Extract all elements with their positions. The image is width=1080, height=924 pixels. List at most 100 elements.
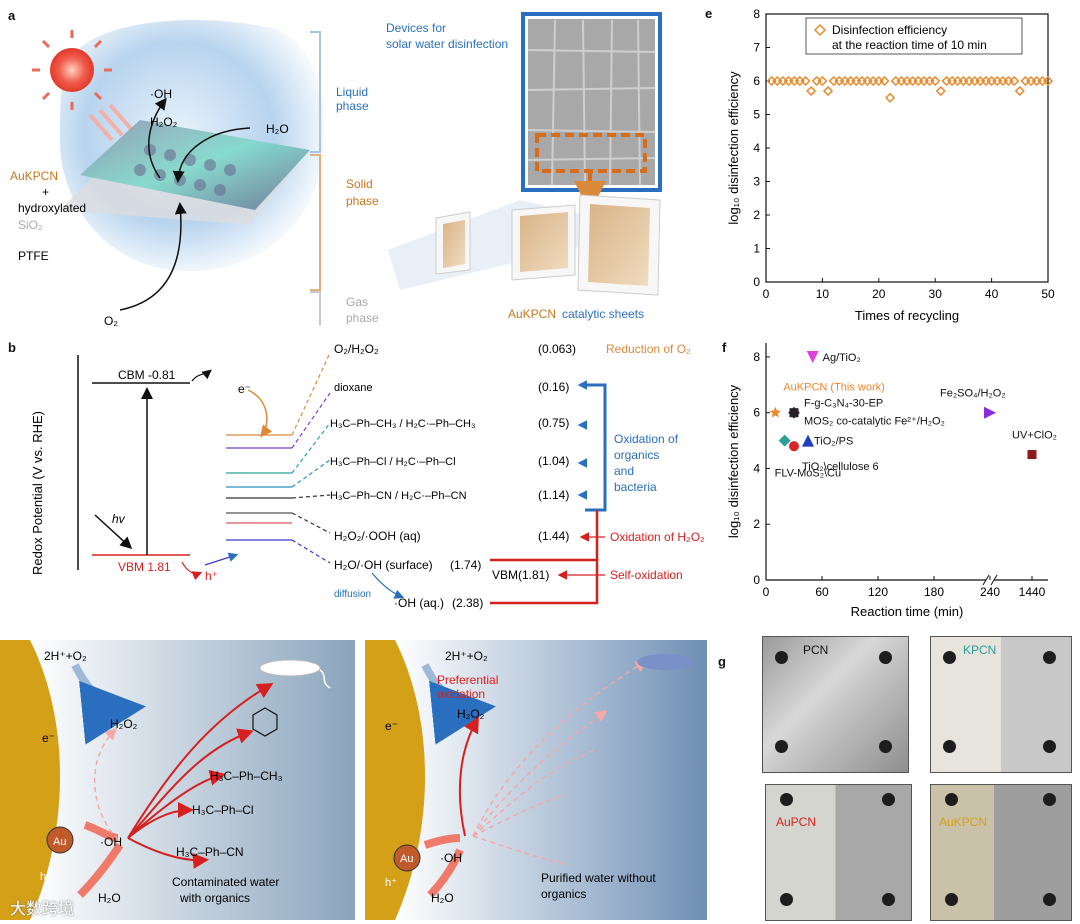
- oh-radical-d: ·OH: [440, 851, 462, 865]
- y-tick-label: 0: [753, 573, 760, 587]
- caption-d: Purified water without: [541, 871, 656, 885]
- h-plus-o2-d: 2H⁺+O₂: [445, 649, 488, 663]
- axis-break: [990, 574, 998, 586]
- ptfe-label: PTFE: [18, 249, 49, 263]
- x-tick-label: 240: [980, 585, 1000, 599]
- hydroxylated-label: hydroxylated: [18, 201, 86, 215]
- data-point: [885, 92, 896, 103]
- x-tick-label: 1440: [1019, 585, 1046, 599]
- electron-c: e⁻: [42, 731, 55, 745]
- data-point: [806, 85, 817, 97]
- sun-icon: [50, 48, 94, 92]
- y-tick-label: 0: [753, 275, 760, 289]
- data-point: [969, 75, 980, 87]
- point-label: AuKPCN (This work): [783, 382, 884, 394]
- data-point: [845, 75, 856, 87]
- value-114: (1.14): [538, 488, 569, 502]
- species-o2-h2o2: O₂/H₂O₂: [334, 342, 379, 356]
- oh-radical-label: ·OH: [150, 87, 172, 101]
- y-axis-label: log₁₀ disinfection efficiency: [726, 71, 741, 225]
- panel-label-b: b: [8, 340, 16, 355]
- oh-radical-c: ·OH: [100, 835, 122, 849]
- h2o-label: H₂O: [266, 122, 289, 136]
- data-point: [868, 75, 879, 87]
- data-point: [1009, 75, 1020, 87]
- x-axis-label: Times of recycling: [855, 308, 959, 323]
- point-label: F-g-C₃N₄-30-EP: [804, 398, 883, 410]
- point-label: TiO₂\cellulose 6: [802, 461, 879, 473]
- gas-phase-label-2: phase: [346, 311, 379, 325]
- preferential-label-2: oxidation: [437, 687, 485, 701]
- data-point: [783, 75, 794, 87]
- x-tick-label: 0: [763, 287, 770, 301]
- value-104: (1.04): [538, 454, 569, 468]
- sample-photo-pcn: PCN: [762, 636, 909, 773]
- point-label: Fe₂SO₄/H₂O₂: [940, 388, 1006, 400]
- data-point: [772, 75, 783, 87]
- y-tick-label: 4: [753, 461, 760, 475]
- y-tick-label: 7: [753, 41, 760, 55]
- catalytic-sheets-stack: [435, 194, 661, 296]
- data-point: [924, 75, 935, 87]
- x-tick-label: 10: [816, 287, 830, 301]
- bacterium-icon-d: [637, 654, 693, 670]
- sheets-label: catalytic sheets: [562, 307, 644, 321]
- data-point: [778, 434, 791, 447]
- panel-label-e: e: [705, 6, 713, 21]
- h2o-c: H₂O: [98, 891, 121, 905]
- x-axis-label: Reaction time (min): [851, 604, 964, 619]
- sample-photo-kpcn: KPCN: [930, 636, 1072, 773]
- y-tick-label: 1: [753, 242, 760, 256]
- h2o2-c: H₂O₂: [110, 717, 138, 731]
- legend-marker: [813, 23, 827, 37]
- data-point: [777, 75, 788, 87]
- data-point: [1037, 75, 1048, 87]
- h-plus-o2-c: 2H⁺+O₂: [44, 649, 87, 663]
- data-point: [769, 406, 782, 418]
- electron-d: e⁻: [385, 719, 398, 733]
- vbm-reference-label: VBM(1.81): [492, 568, 549, 582]
- data-point: [1027, 450, 1037, 460]
- data-point: [1003, 75, 1014, 87]
- self-oxidation-label: Self-oxidation: [610, 568, 683, 582]
- data-point: [817, 75, 828, 87]
- oxidation-org-label: Oxidation of: [614, 432, 679, 446]
- reduction-label: Reduction of O₂: [606, 342, 691, 356]
- panel-label-f: f: [722, 340, 727, 355]
- sample-photo-aukpcn: AuKPCN: [930, 784, 1072, 921]
- plus-label: +: [42, 185, 49, 199]
- x-tick-label: 0: [763, 585, 770, 599]
- data-point: [851, 75, 862, 87]
- panel-b-energy-diagram: Redox Potential (V vs. RHE) CBM -0.81 VB…: [30, 342, 705, 610]
- panel-label-g: g: [718, 654, 726, 669]
- y-tick-label: 5: [753, 108, 760, 122]
- species-chlorotoluene: H₃C–Ph–Cl / H₂C·–Ph–Cl: [330, 456, 456, 468]
- value-075: (0.75): [538, 416, 569, 430]
- data-point: [935, 85, 946, 97]
- x-tick-label: 50: [1041, 287, 1055, 301]
- hole-c: h⁺: [40, 871, 52, 883]
- data-point: [952, 75, 963, 87]
- h2o2-label: H₂O₂: [150, 115, 178, 129]
- x-tick-label: 30: [929, 287, 943, 301]
- cbm-label: CBM -0.81: [118, 368, 176, 382]
- sample-label-aukpcn: AuKPCN: [939, 815, 988, 829]
- x-tick-label: 40: [985, 287, 999, 301]
- solid-phase-label: Solid: [346, 177, 373, 191]
- data-point: [930, 75, 941, 87]
- y-axis-label: log₁₀ disinfection efficiency: [726, 384, 741, 538]
- data-point: [907, 75, 918, 87]
- data-point: [1042, 75, 1054, 87]
- point-label: UV+ClO₂: [1012, 430, 1057, 442]
- h2o-d: H₂O: [431, 891, 454, 905]
- y-tick-label: 2: [753, 208, 760, 222]
- data-point: [789, 408, 799, 418]
- data-point: [802, 434, 814, 447]
- data-point: [975, 75, 986, 87]
- o2-label: O₂: [104, 314, 118, 328]
- value-016: (0.16): [538, 380, 569, 394]
- species-xylene: H₃C–Ph–CH₃ / H₂C·–Ph–CH₃: [330, 418, 475, 430]
- data-point: [986, 75, 997, 87]
- data-point: [896, 75, 907, 87]
